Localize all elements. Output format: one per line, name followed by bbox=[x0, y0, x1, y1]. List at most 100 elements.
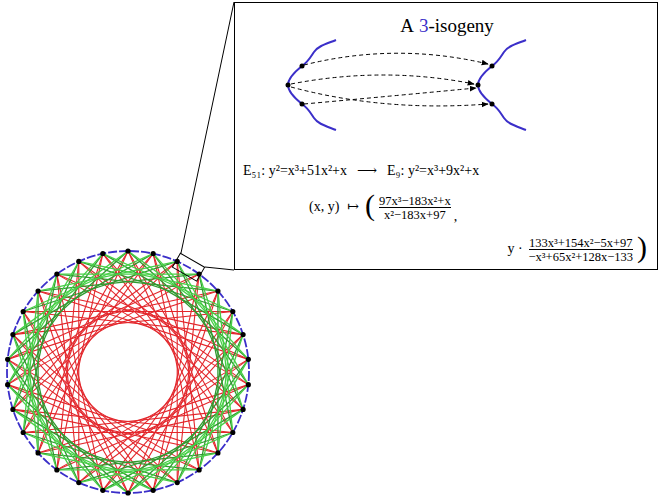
isogeny-edge bbox=[8, 359, 79, 482]
formula-text: 3 bbox=[419, 15, 429, 37]
formula-text: ⟶ bbox=[357, 163, 377, 179]
elliptic-curve bbox=[288, 40, 336, 130]
curve-vertex bbox=[125, 490, 130, 495]
curve-point bbox=[476, 83, 481, 88]
formula-text: ( bbox=[365, 188, 375, 223]
isogeny-edge bbox=[13, 335, 57, 470]
isogeny-cycle bbox=[7, 251, 249, 493]
isogeny-edge bbox=[8, 385, 103, 491]
isogeny-edge bbox=[177, 359, 248, 482]
map-arrow bbox=[291, 87, 488, 106]
curve-vertex bbox=[100, 251, 105, 256]
isogeny-edge bbox=[199, 274, 233, 432]
inset-box: A3-isogenyE₅₁: y²=x³+51x²+x ⟶ E₉: y²=x³+9x… bbox=[234, 2, 658, 270]
isogeny-edge bbox=[79, 261, 233, 311]
curve-vertex bbox=[125, 248, 130, 253]
curve-vertex bbox=[151, 251, 156, 256]
isogeny-edge bbox=[23, 254, 153, 312]
isogeny-edge bbox=[128, 409, 243, 493]
isogeny-edge bbox=[23, 433, 153, 491]
isogeny-edge bbox=[8, 254, 103, 385]
formula-text: E₅₁: y²=x³+51x²+x bbox=[243, 163, 347, 179]
curve-vertex bbox=[215, 450, 220, 455]
curve-vertex bbox=[10, 407, 15, 412]
zoom-line bbox=[205, 267, 234, 270]
map-arrow bbox=[304, 53, 488, 65]
zoom-line bbox=[181, 2, 234, 253]
curve-vertex bbox=[246, 357, 251, 362]
isogeny-edge bbox=[23, 274, 57, 432]
curve-vertex bbox=[240, 332, 245, 337]
formula-text: 133x³+154x²−5x+97 bbox=[529, 236, 633, 250]
isogeny-edge bbox=[57, 273, 199, 274]
curve-point bbox=[490, 64, 495, 69]
curve-vertex bbox=[10, 332, 15, 337]
isogeny-edge bbox=[103, 433, 233, 491]
isogeny-edge bbox=[103, 409, 243, 490]
curve-point bbox=[286, 83, 291, 88]
isogeny-edge bbox=[23, 312, 57, 470]
isogeny-edge bbox=[153, 385, 248, 491]
isogeny-edge bbox=[199, 312, 233, 470]
formula-text: (x, y) bbox=[309, 199, 339, 215]
isogeny-edge bbox=[13, 251, 128, 335]
isogeny-edge bbox=[8, 254, 103, 360]
formula-text: ↦ bbox=[347, 199, 359, 215]
curve-vertex bbox=[197, 467, 202, 472]
isogeny-graph bbox=[5, 248, 251, 495]
isogeny-edge bbox=[103, 254, 243, 335]
formula-text: A bbox=[400, 15, 414, 37]
curve-vertex bbox=[76, 259, 81, 264]
formula-text: −x³+65x²+128x−133 bbox=[529, 250, 633, 264]
curve-vertex bbox=[230, 309, 235, 314]
isogeny-edge bbox=[23, 433, 177, 483]
curve-vertex bbox=[76, 480, 81, 485]
fraction-bar bbox=[529, 249, 633, 250]
curve-vertex bbox=[151, 488, 156, 493]
formula-text: y · bbox=[507, 241, 522, 257]
formula-text: ) bbox=[637, 230, 647, 265]
isogeny-edge bbox=[8, 385, 199, 470]
isogeny-edge bbox=[13, 409, 128, 493]
isogeny-edge bbox=[8, 261, 79, 384]
curve-vertex bbox=[175, 480, 180, 485]
formula-text: x²−183x+97 bbox=[384, 208, 446, 222]
curve-vertex bbox=[5, 382, 10, 387]
curve-point bbox=[490, 102, 495, 107]
zoom-marker bbox=[172, 2, 234, 281]
zoom-rect bbox=[172, 253, 204, 281]
isogeny-edge bbox=[57, 469, 199, 470]
isogeny-edge bbox=[38, 261, 177, 291]
curve-vertex bbox=[240, 407, 245, 412]
elliptic-curve bbox=[478, 40, 526, 130]
fraction-bar bbox=[379, 207, 451, 208]
isogeny-edge bbox=[79, 453, 218, 483]
isogeny-edge bbox=[103, 254, 233, 312]
map-arrow bbox=[304, 88, 476, 104]
curve-vertex bbox=[35, 450, 40, 455]
isogeny-edge bbox=[57, 274, 248, 359]
isogeny-edge bbox=[128, 251, 243, 335]
formula-text: -isogeny bbox=[428, 15, 493, 37]
isogeny-edge bbox=[57, 385, 248, 470]
formula-text: E₉: y²=x³+9x²+x bbox=[387, 163, 479, 179]
isogeny-edge bbox=[38, 453, 199, 470]
curve-point bbox=[300, 64, 305, 69]
isogeny-edge bbox=[13, 409, 153, 490]
curve-point bbox=[300, 102, 305, 107]
curve-vertex bbox=[54, 467, 59, 472]
curve-illustration bbox=[286, 40, 527, 130]
curve-vertex bbox=[246, 382, 251, 387]
isogeny-edge bbox=[177, 261, 248, 384]
isogeny-edge bbox=[38, 274, 199, 291]
curve-vertex bbox=[21, 309, 26, 314]
isogeny-edge bbox=[8, 359, 103, 490]
isogeny-edge bbox=[153, 254, 248, 385]
isogeny-edge bbox=[153, 359, 248, 490]
curve-vertex bbox=[5, 357, 10, 362]
isogeny-edge bbox=[8, 274, 199, 359]
isogeny-edge bbox=[79, 261, 218, 291]
map-arrow bbox=[291, 75, 474, 84]
formula-text: , bbox=[454, 209, 458, 225]
